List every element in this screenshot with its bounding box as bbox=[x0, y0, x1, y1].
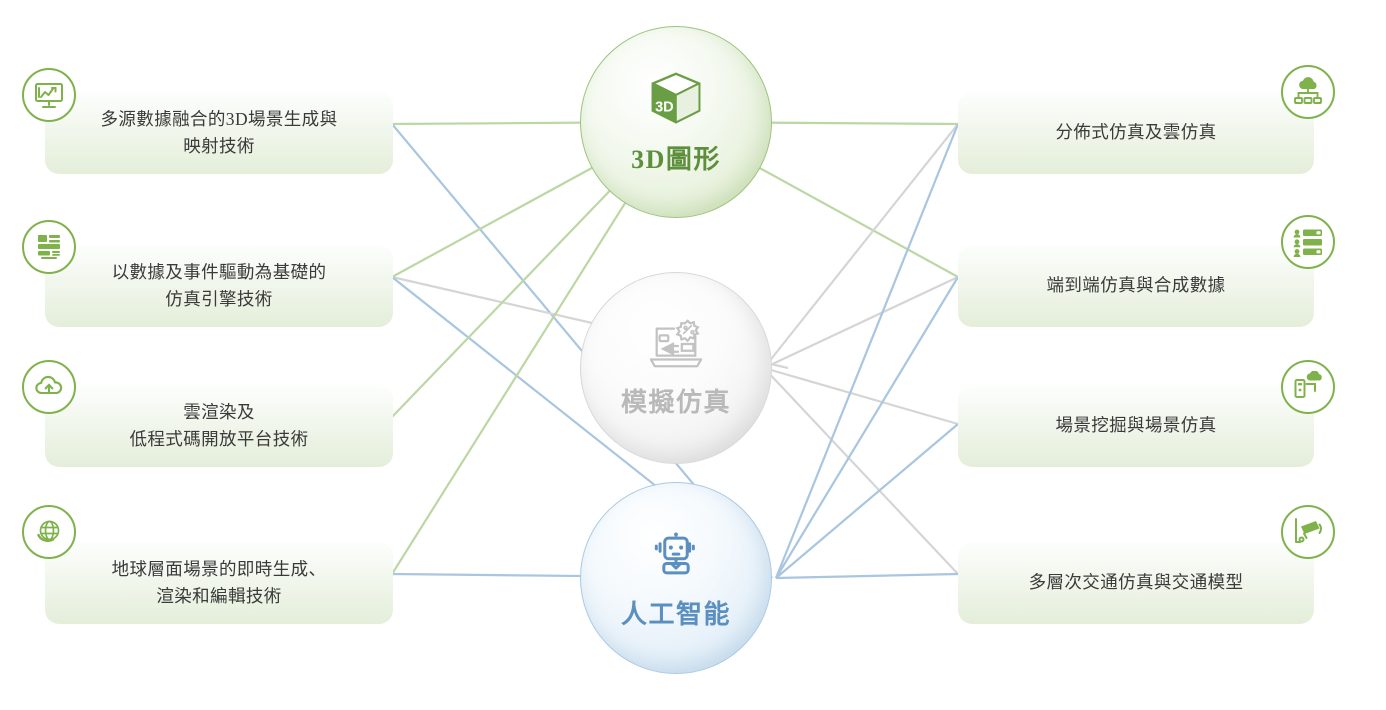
left-card-4-label: 地球層面場景的即時生成、 渲染和編輯技術 bbox=[111, 558, 327, 606]
traffic-camera-icon bbox=[1281, 505, 1335, 559]
link-ai-to-right4 bbox=[775, 572, 959, 580]
left-card-2-label: 以數據及事件驅動為基礎的 仿真引擎技術 bbox=[111, 261, 327, 309]
hub-3d-label: 3D圖形 bbox=[631, 145, 721, 174]
link-ai-to-right1 bbox=[774, 123, 960, 579]
link-sim-to-right3 bbox=[763, 366, 959, 426]
left-card-cloud-render-lowcode[interactable]: 雲渲染及 低程式碼開放平台技術 bbox=[45, 385, 393, 467]
right-card-end-to-end-sim-data[interactable]: 端到端仿真與合成數據 bbox=[958, 245, 1314, 327]
hub-ai-label: 人工智能 bbox=[620, 600, 731, 629]
hub-artificial-intelligence[interactable]: 人工智能 bbox=[580, 482, 772, 674]
left-card-multi-source-data-fusion[interactable]: 多源數據融合的3D場景生成與 映射技術 bbox=[45, 92, 393, 174]
right-card-4-label: 多層次交通仿真與交通模型 bbox=[1028, 572, 1244, 593]
cloud-upload-icon bbox=[22, 360, 76, 414]
monitor-chart-icon bbox=[22, 68, 76, 122]
right-card-distributed-cloud-sim[interactable]: 分佈式仿真及雲仿真 bbox=[958, 92, 1314, 174]
left-card-earth-scale-scene[interactable]: 地球層面場景的即時生成、 渲染和編輯技術 bbox=[45, 542, 393, 624]
link-sim-to-right4 bbox=[763, 367, 959, 575]
link-sim-to-right2 bbox=[763, 276, 959, 369]
cube-3d-icon: 3D bbox=[645, 68, 707, 135]
server-cloud-icon bbox=[1281, 360, 1335, 414]
left-card-data-event-driven-engine[interactable]: 以數據及事件驅動為基礎的 仿真引擎技術 bbox=[45, 245, 393, 327]
link-ai-to-right3 bbox=[775, 423, 959, 579]
hub-simulation-label: 模擬仿真 bbox=[620, 388, 731, 417]
left-card-1-label: 多源數據融合的3D場景生成與 映射技術 bbox=[100, 108, 338, 156]
svg-text:3D: 3D bbox=[655, 100, 674, 116]
hub-3d-graphics[interactable]: 3D 3D圖形 bbox=[580, 26, 772, 218]
cloud-network-icon bbox=[1281, 65, 1335, 119]
link-ai-to-right2 bbox=[775, 276, 959, 579]
hub-simulation[interactable]: 模擬仿真 bbox=[580, 272, 772, 464]
left-card-3-label: 雲渲染及 低程式碼開放平台技術 bbox=[129, 401, 309, 449]
server-rack-icon bbox=[22, 220, 76, 274]
link-sim-to-right1 bbox=[763, 123, 959, 369]
user-list-icon bbox=[1281, 215, 1335, 269]
right-card-multilayer-traffic-sim[interactable]: 多層次交通仿真與交通模型 bbox=[958, 542, 1314, 624]
globe-icon bbox=[22, 505, 76, 559]
robot-icon bbox=[646, 525, 706, 590]
right-card-scene-mining-sim[interactable]: 場景挖掘與場景仿真 bbox=[958, 385, 1314, 467]
right-card-2-label: 端到端仿真與合成數據 bbox=[1046, 275, 1226, 296]
right-card-3-label: 場景挖掘與場景仿真 bbox=[1055, 415, 1217, 436]
right-card-1-label: 分佈式仿真及雲仿真 bbox=[1055, 122, 1217, 143]
laptop-megaphone-icon bbox=[645, 317, 707, 378]
